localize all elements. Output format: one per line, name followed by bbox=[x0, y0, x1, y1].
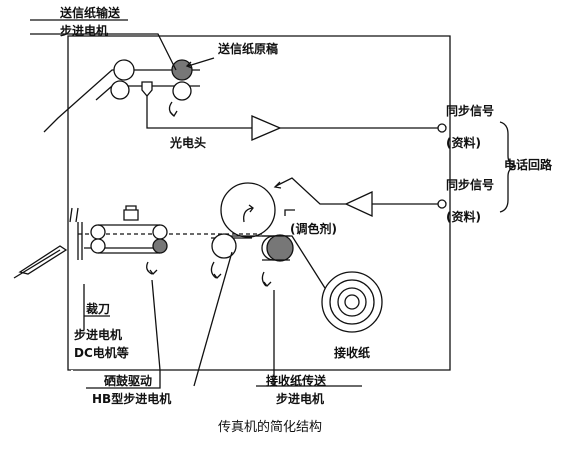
feed-roller-2-bottom bbox=[152, 238, 168, 254]
send-roller-rotation-head bbox=[169, 110, 178, 118]
housing-outline bbox=[67, 35, 451, 371]
label-receive-feed-2: 步进电机 bbox=[276, 392, 325, 406]
cutter-blade bbox=[77, 222, 83, 260]
label-cutter-motor-1: 步进电机 bbox=[74, 328, 123, 342]
amp-bottom-out bbox=[275, 177, 346, 205]
drum-rotation-head bbox=[248, 204, 254, 213]
cutter-unit-top bbox=[125, 205, 137, 210]
receive-rotation bbox=[261, 271, 267, 287]
photo-head-sensor bbox=[141, 81, 153, 98]
transfer-roller bbox=[211, 233, 237, 259]
label-photo-head: 光电头 bbox=[170, 136, 207, 150]
receive-feed-roller-right bbox=[266, 234, 294, 262]
leader-drum-drive-2 bbox=[193, 251, 233, 387]
cutter-motor-rotation bbox=[146, 261, 153, 275]
receive-belt bbox=[262, 235, 290, 261]
label-cutter: 裁刀 bbox=[86, 302, 111, 316]
label-drum-drive-1: 硒鼓驱动 bbox=[104, 374, 153, 388]
label-sync-signal-top: 同步信号 bbox=[446, 104, 495, 118]
send-original-arrowhead bbox=[185, 61, 193, 69]
paper-roll-outer bbox=[321, 271, 383, 333]
send-roller-right-top bbox=[171, 59, 193, 81]
receive-rotation-head bbox=[263, 281, 272, 287]
label-cutter-motor-2: DC电机等 bbox=[74, 346, 129, 360]
label-data-bottom: (资料) bbox=[446, 210, 481, 224]
send-feed-section bbox=[43, 57, 447, 141]
terminal-top bbox=[437, 123, 447, 133]
label-phone-line: 电话回路 bbox=[504, 158, 553, 172]
phone-line-bracket bbox=[499, 121, 517, 213]
figure-caption: 传真机的简化结构 bbox=[218, 420, 323, 435]
receive-section bbox=[13, 177, 447, 333]
paper-roll-ring-2 bbox=[329, 279, 375, 325]
label-data-top: (资料) bbox=[446, 136, 481, 150]
label-receive-feed-1: 接收纸传送 bbox=[266, 374, 327, 388]
send-roller-right-bottom bbox=[172, 81, 192, 101]
transfer-rotation-head bbox=[213, 273, 222, 279]
label-sync-signal-bottom: 同步信号 bbox=[446, 178, 495, 192]
send-paper-path bbox=[43, 69, 200, 133]
send-roller-left-bottom bbox=[110, 80, 130, 100]
toner-bracket bbox=[284, 209, 295, 216]
send-roller-left-top bbox=[113, 59, 135, 81]
label-drum-drive-2: HB型步进电机 bbox=[92, 392, 172, 406]
amp-bottom-arrowhead bbox=[273, 181, 282, 189]
label-send-original: 送信纸原稿 bbox=[218, 42, 279, 56]
label-send-feed-motor-1: 送信纸输送 bbox=[60, 6, 121, 20]
leader-cutter bbox=[83, 284, 110, 330]
transfer-rotation bbox=[210, 261, 217, 279]
label-toner: (调色剂) bbox=[290, 222, 337, 236]
label-receive-paper: 接收纸 bbox=[334, 346, 371, 360]
feed-roller-1-bottom bbox=[90, 238, 106, 254]
cutter-motor-rotation-head bbox=[149, 269, 158, 275]
feed-roller-1-top bbox=[90, 224, 106, 240]
leader-drum-drive bbox=[86, 279, 161, 389]
send-original-pointer bbox=[187, 57, 215, 67]
paper-entry-line bbox=[13, 249, 61, 279]
paper-roll-core bbox=[344, 294, 360, 310]
paper-roll-ring-3 bbox=[337, 287, 367, 317]
label-send-feed-motor-2: 步进电机 bbox=[60, 24, 109, 38]
cutter-mark bbox=[69, 207, 79, 223]
amp-top bbox=[251, 115, 282, 141]
photo-head-line bbox=[146, 96, 252, 129]
cutter-unit-box bbox=[123, 209, 139, 221]
terminal-bottom bbox=[437, 199, 447, 209]
amp-bottom bbox=[344, 190, 373, 218]
leader-send-motor bbox=[30, 19, 177, 71]
drum-rotation-arrow bbox=[243, 207, 253, 223]
feed-roller-2-top bbox=[152, 224, 168, 240]
